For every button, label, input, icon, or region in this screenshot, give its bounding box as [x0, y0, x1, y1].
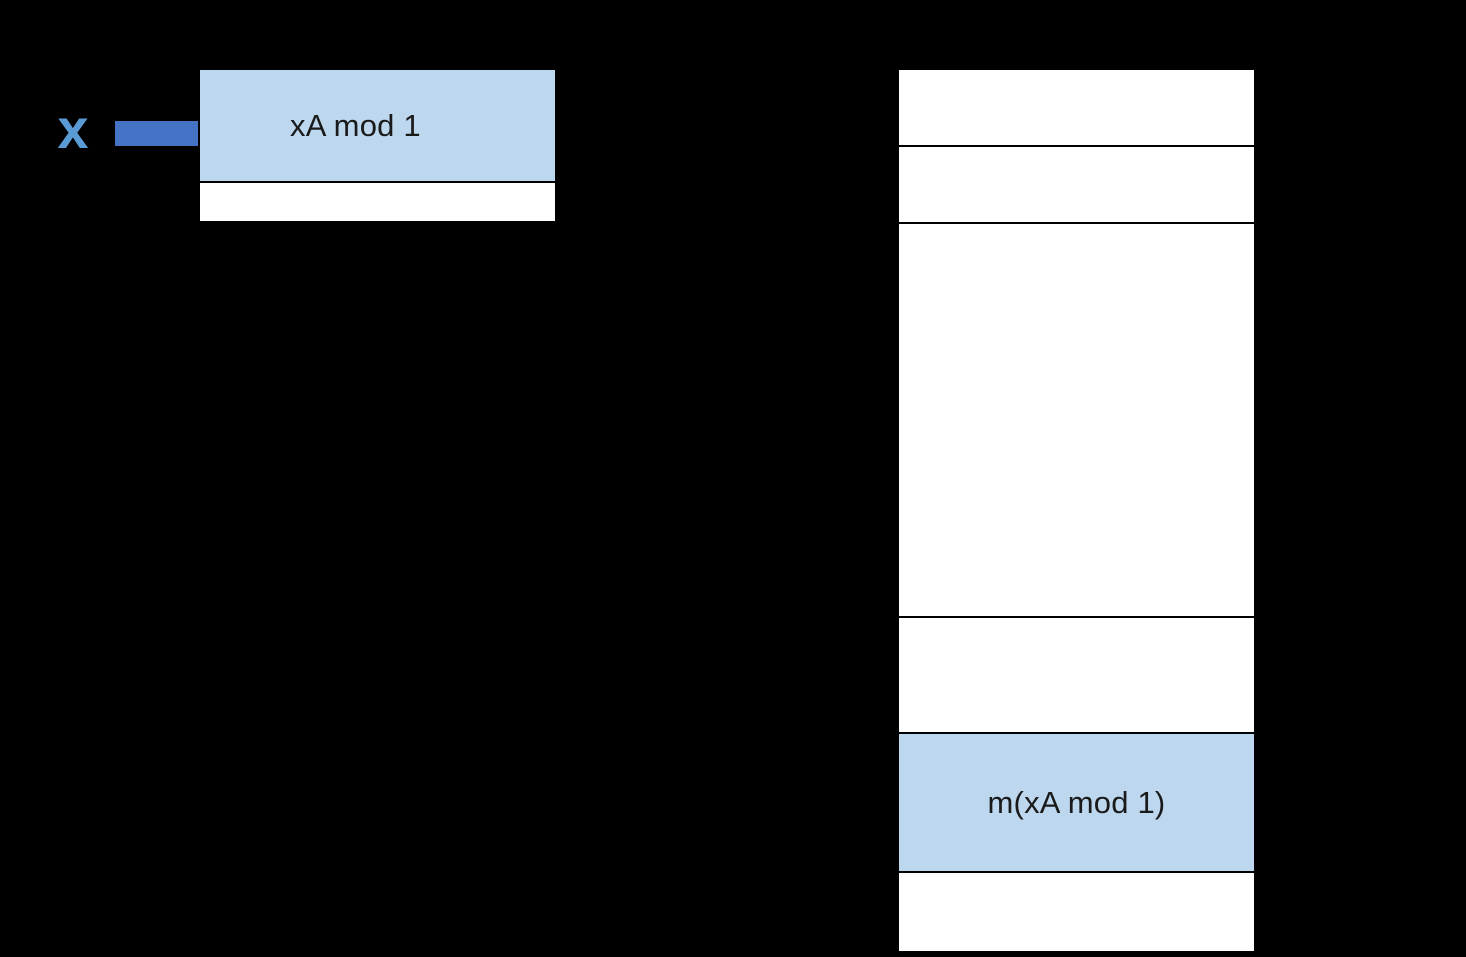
- table-row[interactable]: [897, 871, 1256, 953]
- table-row[interactable]: [897, 68, 1256, 147]
- table-row[interactable]: xA mod 1: [198, 68, 557, 183]
- table-row[interactable]: [897, 616, 1256, 734]
- hash-slot-table: m(xA mod 1): [897, 68, 1256, 953]
- table-row[interactable]: [897, 145, 1256, 224]
- fractional-part-table: xA mod 1: [198, 68, 557, 223]
- table-row[interactable]: m(xA mod 1): [897, 732, 1256, 873]
- input-variable-x-label: x: [57, 97, 89, 160]
- table-row[interactable]: [198, 181, 557, 223]
- table-row[interactable]: [897, 222, 1256, 618]
